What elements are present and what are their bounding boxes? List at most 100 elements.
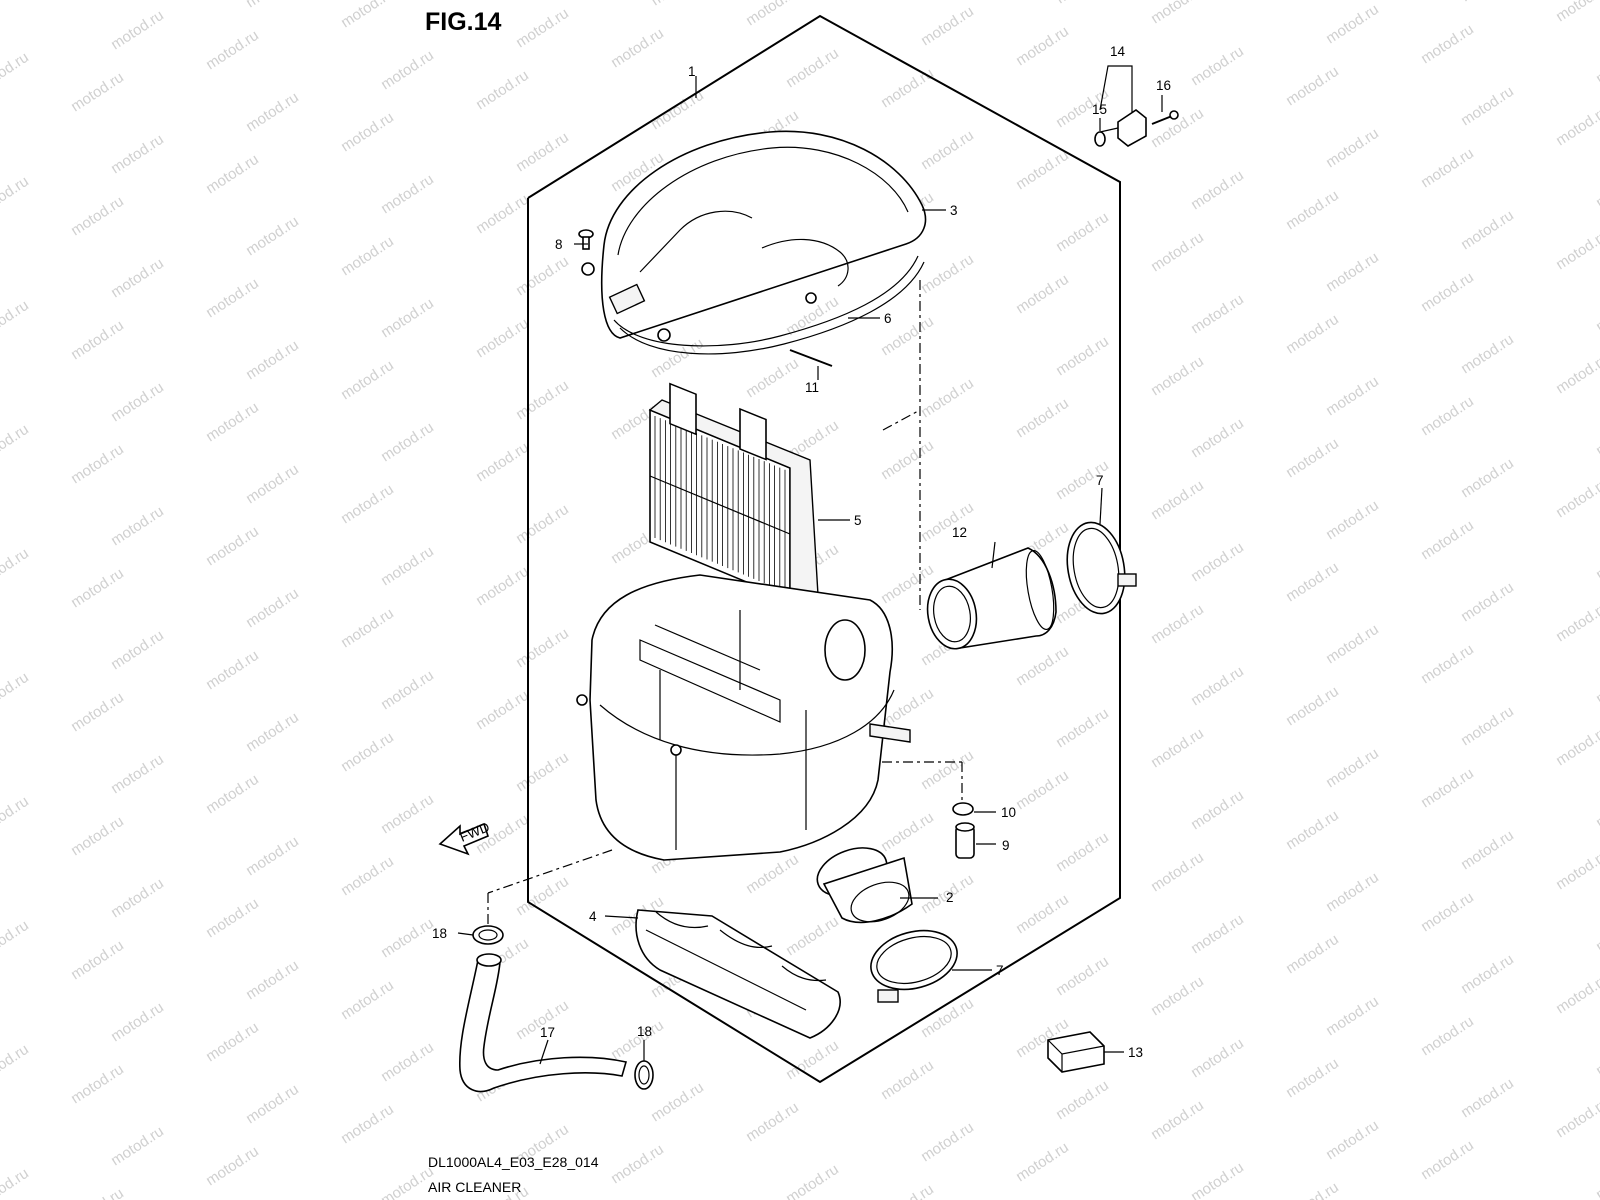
- watermark-text: motod.ru: [878, 437, 937, 484]
- watermark-text: motod.ru: [743, 355, 802, 402]
- outlet-hose-icon: [816, 847, 913, 924]
- clip-icon: [952, 802, 974, 816]
- watermark-text: motod.ru: [1458, 455, 1517, 502]
- watermark-text: motod.ru: [1053, 209, 1112, 256]
- watermark-text: motod.ru: [243, 337, 302, 384]
- watermark-text: motod.ru: [918, 251, 977, 298]
- watermark-text: motod.ru: [1283, 559, 1342, 606]
- watermark-text: motod.ru: [108, 7, 167, 54]
- watermark-text: motod.ru: [473, 687, 532, 734]
- watermark-text: motod.ru: [1418, 269, 1477, 316]
- watermark-text: motod.ru: [0, 545, 32, 592]
- callout-6: 6: [884, 311, 892, 326]
- watermark-text: motod.ru: [1458, 1075, 1517, 1122]
- bolt-icon: [1151, 110, 1179, 125]
- watermark-text: motod.ru: [1148, 973, 1207, 1020]
- watermark-text: motod.ru: [1323, 621, 1382, 668]
- watermark-text: motod.ru: [378, 791, 437, 838]
- watermark-text: motod.ru: [338, 481, 397, 528]
- watermark-text: motod.ru: [1553, 971, 1600, 1018]
- watermark-text: motod.ru: [1188, 911, 1247, 958]
- watermark-text: motod.ru: [1053, 1077, 1112, 1124]
- watermark-text: motod.ru: [108, 255, 167, 302]
- watermark-text: motod.ru: [338, 1101, 397, 1148]
- intake-duct-icon: [635, 909, 841, 1039]
- watermark-text: motod.ru: [1148, 229, 1207, 276]
- watermark-text: motod.ru: [1283, 311, 1342, 358]
- watermark-text: motod.ru: [108, 1123, 167, 1170]
- watermark-text: motod.ru: [243, 213, 302, 260]
- watermark-text: motod.ru: [918, 375, 977, 422]
- watermark-text: motod.ru: [513, 253, 572, 300]
- watermark-text: motod.ru: [1148, 601, 1207, 648]
- watermark-text: motod.ru: [243, 585, 302, 632]
- watermark-text: motod.ru: [0, 49, 32, 96]
- watermark-text: motod.ru: [203, 771, 262, 818]
- watermark-text: motod.ru: [338, 977, 397, 1024]
- watermark-text: motod.ru: [473, 439, 532, 486]
- watermark-text: motod.ru: [1458, 827, 1517, 874]
- watermark-text: motod.ru: [1593, 909, 1600, 956]
- watermark-text: motod.ru: [1593, 785, 1600, 832]
- watermark-text: motod.ru: [1593, 413, 1600, 460]
- watermark-text: motod.ru: [0, 1165, 32, 1200]
- cleaner-case-icon: [576, 574, 911, 861]
- watermark-text: motod.ru: [473, 315, 532, 362]
- watermark-text: motod.ru: [108, 379, 167, 426]
- callout-15: 15: [1092, 102, 1107, 117]
- watermark-text: motod.ru: [68, 1061, 127, 1108]
- watermark-text: motod.ru: [338, 0, 397, 31]
- watermark-text: motod.ru: [0, 917, 32, 964]
- watermark-text: motod.ru: [1283, 1179, 1342, 1200]
- watermark-text: motod.ru: [1148, 1097, 1207, 1144]
- watermark-text: motod.ru: [243, 709, 302, 756]
- callout-4: 4: [589, 909, 597, 924]
- washer-icon: [1094, 131, 1106, 147]
- watermark-text: motod.ru: [1418, 641, 1477, 688]
- figure-title: FIG.14: [425, 8, 502, 36]
- watermark-text: motod.ru: [1553, 723, 1600, 770]
- watermark-text: motod.ru: [203, 1143, 262, 1190]
- watermark-text: motod.ru: [1013, 271, 1072, 318]
- watermark-text: motod.ru: [1323, 249, 1382, 296]
- callout-18-upper: 18: [432, 926, 447, 941]
- leader-lines: [457, 65, 1163, 1065]
- callout-1: 1: [688, 64, 696, 79]
- watermark-text: motod.ru: [378, 667, 437, 714]
- watermark-text: motod.ru: [648, 0, 707, 9]
- watermark-text: motod.ru: [1283, 1055, 1342, 1102]
- watermark-text: motod.ru: [1053, 333, 1112, 380]
- watermark-text: motod.ru: [513, 749, 572, 796]
- watermark-text: motod.ru: [68, 69, 127, 116]
- watermark-text: motod.ru: [878, 1181, 937, 1200]
- watermark-text: motod.ru: [68, 689, 127, 736]
- watermark-text: motod.ru: [203, 523, 262, 570]
- filter-element-icon: [648, 382, 819, 602]
- callout-13: 13: [1128, 1045, 1143, 1060]
- watermark-text: motod.ru: [878, 809, 937, 856]
- cleaner-cap-icon: [581, 130, 927, 367]
- watermark-text: motod.ru: [1458, 951, 1517, 998]
- watermark-text: motod.ru: [1323, 373, 1382, 420]
- watermark-text: motod.ru: [0, 669, 32, 716]
- watermark-text: motod.ru: [1553, 599, 1600, 646]
- watermark-text: motod.ru: [1553, 847, 1600, 894]
- watermark-text: motod.ru: [513, 5, 572, 52]
- watermark-text: motod.ru: [783, 913, 842, 960]
- watermark-text: motod.ru: [918, 499, 977, 546]
- watermark-text: motod.ru: [1053, 0, 1112, 7]
- callout-7-upper: 7: [1096, 473, 1104, 488]
- watermark-text: motod.ru: [243, 0, 302, 11]
- watermark-text: motod.ru: [1053, 705, 1112, 752]
- watermark-text: motod.ru: [1053, 953, 1112, 1000]
- watermark-text: motod.ru: [243, 89, 302, 136]
- watermark-text: motod.ru: [878, 65, 937, 112]
- watermark-text: motod.ru: [378, 915, 437, 962]
- watermark-text: motod.ru: [68, 1185, 127, 1200]
- watermark-text: motod.ru: [1323, 993, 1382, 1040]
- watermark-text: motod.ru: [648, 1079, 707, 1126]
- watermark-text: motod.ru: [338, 729, 397, 776]
- watermark-text: motod.ru: [1553, 227, 1600, 274]
- connector-hose-icon: [926, 547, 1057, 650]
